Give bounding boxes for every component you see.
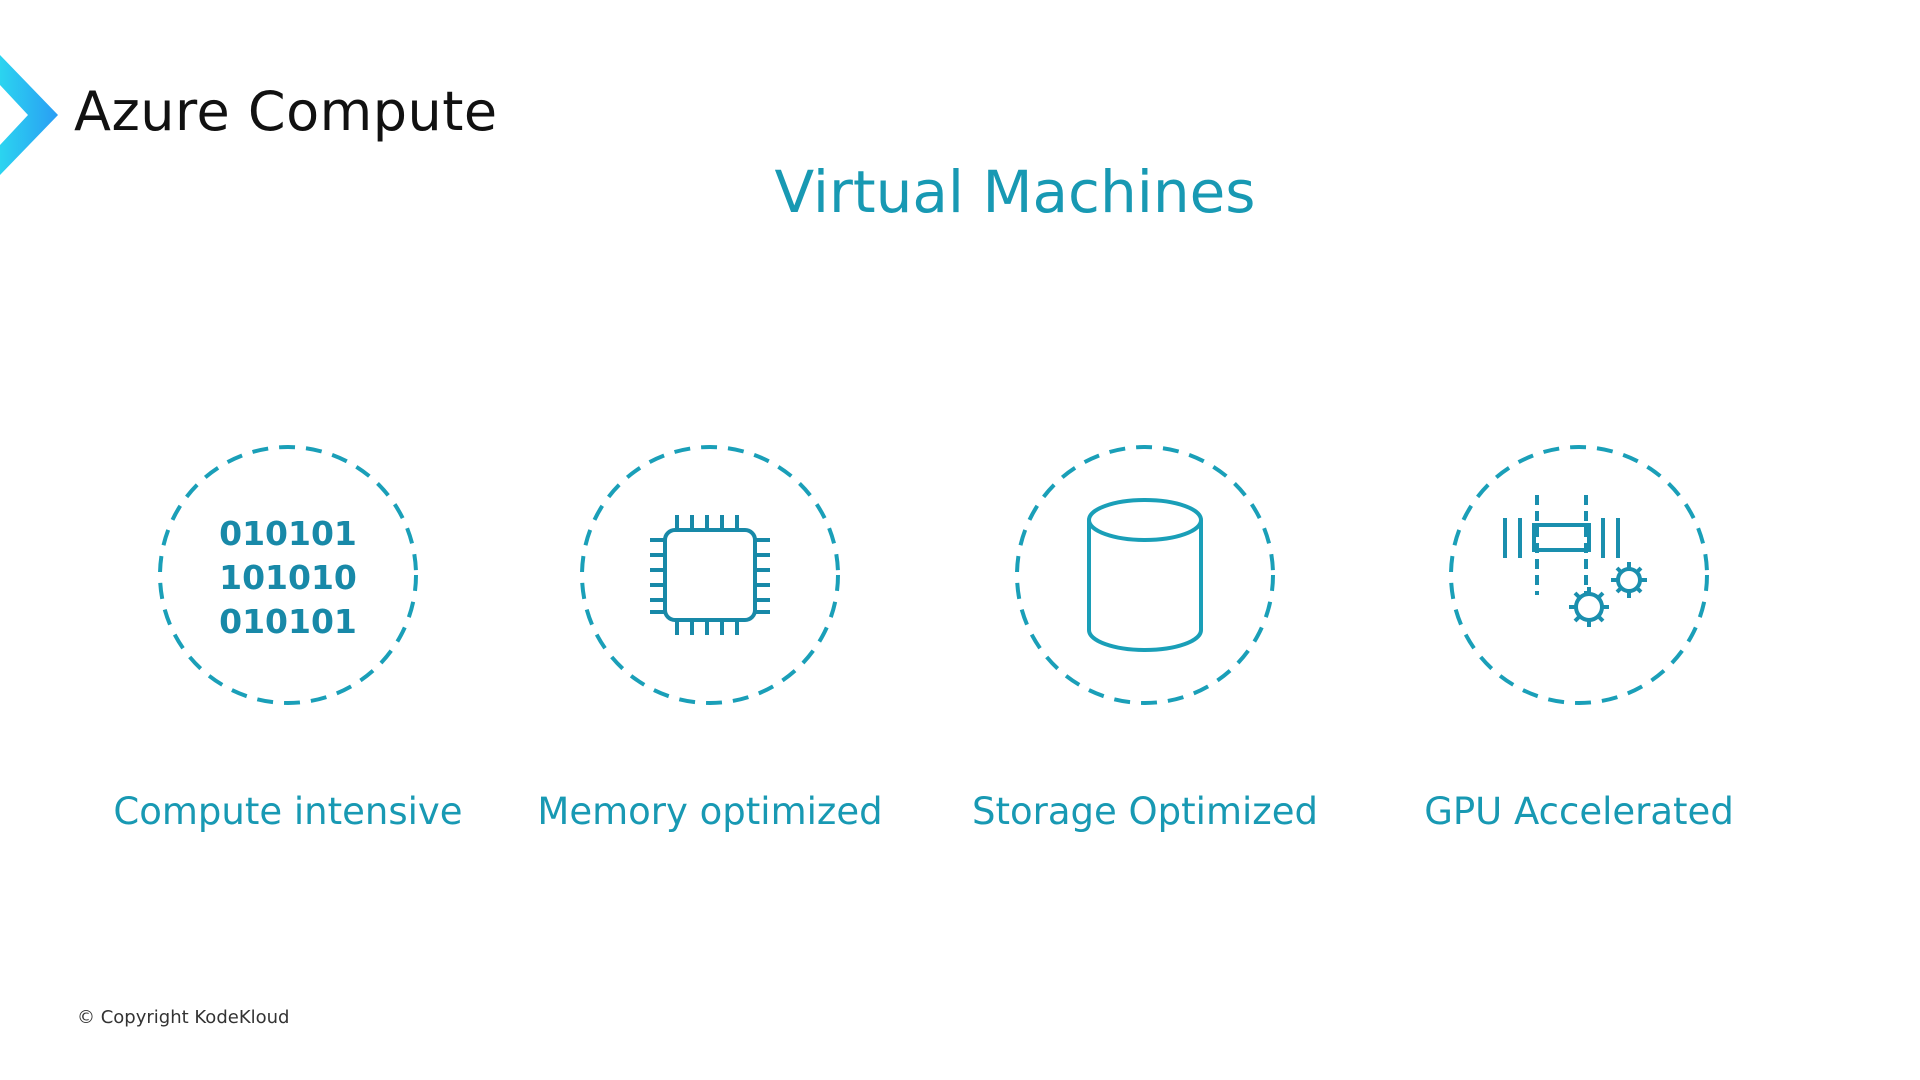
database-icon [1015, 445, 1275, 705]
section-title: Virtual Machines [774, 158, 1256, 226]
brand-chevron-icon [0, 55, 58, 175]
card-label: Compute intensive [113, 790, 463, 833]
binary-line: 010101 [219, 602, 357, 641]
dashed-circle [158, 445, 418, 705]
copyright: © Copyright KodeKloud [77, 1007, 290, 1028]
binary-line: 101010 [219, 558, 357, 597]
card-label: GPU Accelerated [1424, 790, 1734, 833]
gpu-gears-icon [1449, 445, 1709, 705]
card-label: Memory optimized [537, 790, 883, 833]
card-storage-optimized: Storage Optimized [945, 440, 1345, 833]
card-gpu-accelerated: GPU Accelerated [1379, 440, 1779, 833]
chip-icon [580, 445, 840, 705]
card-compute-intensive: 010101 101010 010101 Compute intensive [88, 440, 488, 833]
card-label: Storage Optimized [972, 790, 1318, 833]
binary-icon: 010101 101010 010101 [88, 512, 488, 644]
card-memory-optimized: Memory optimized [510, 440, 910, 833]
binary-line: 010101 [219, 514, 357, 553]
page-title: Azure Compute [74, 80, 498, 143]
